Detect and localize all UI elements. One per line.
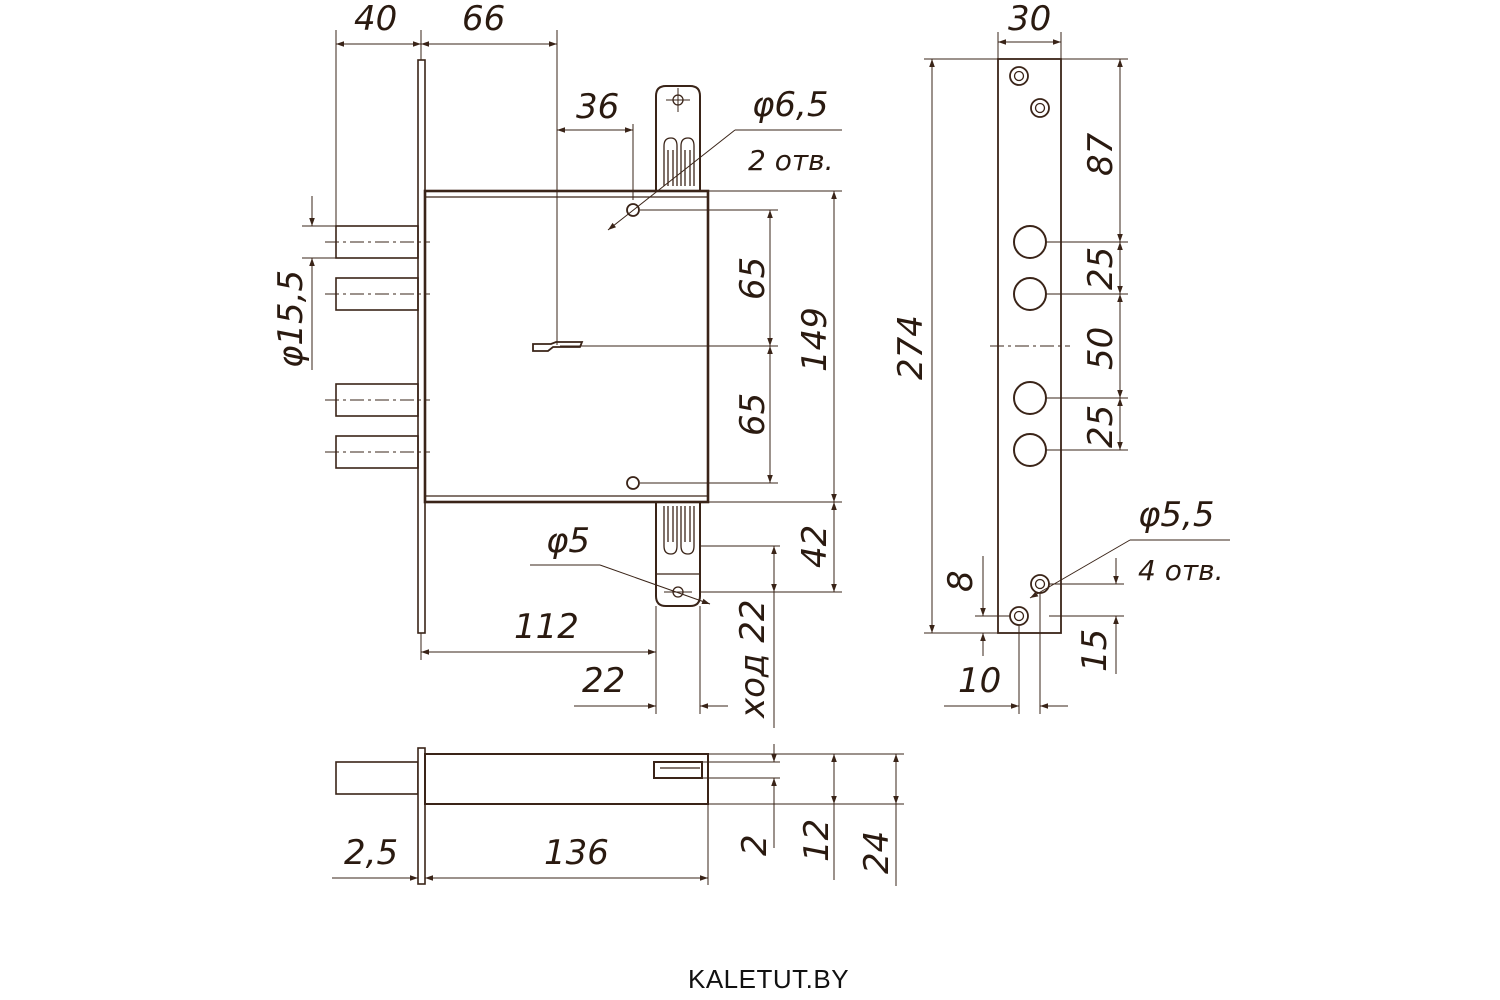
holes-2-note: 2 отв. xyxy=(748,144,834,177)
dim-36: 36 xyxy=(576,87,619,127)
dim-30: 30 xyxy=(1008,0,1051,39)
dim-22: 22 xyxy=(582,661,625,701)
dim-8: 8 xyxy=(941,570,981,592)
dim-50: 50 xyxy=(1081,327,1121,370)
keyhole-mark xyxy=(532,341,584,352)
front-view: 40 66 36 φ6,5 2 отв. φ15,5 65 65 149 42 xyxy=(271,0,842,728)
bottom-rod-connector xyxy=(655,502,701,607)
bolts xyxy=(325,225,430,469)
dim-65-upper: 65 xyxy=(733,257,773,300)
dim-10: 10 xyxy=(958,661,1001,701)
dim-66: 66 xyxy=(462,0,505,39)
top-rod-connector xyxy=(655,85,701,191)
dim-2-5: 2,5 xyxy=(344,833,398,873)
dim-25-lower: 25 xyxy=(1081,405,1121,448)
watermark-text: KALETUT.BY xyxy=(688,964,849,994)
dim-2: 2 xyxy=(735,834,775,856)
bottom-latch-slot xyxy=(653,761,703,779)
dim-274: 274 xyxy=(891,315,931,380)
dim-phi-5-5: φ5,5 xyxy=(1138,495,1215,535)
dim-phi-6-5: φ6,5 xyxy=(752,85,829,125)
dim-12: 12 xyxy=(797,819,837,862)
dim-phi-15-5: φ15,5 xyxy=(271,270,311,368)
dim-87: 87 xyxy=(1081,132,1121,176)
dim-stroke-22: ход 22 xyxy=(733,599,773,719)
dim-15: 15 xyxy=(1075,629,1115,672)
dim-42: 42 xyxy=(795,525,835,568)
mounting-hole xyxy=(626,203,640,217)
dim-40: 40 xyxy=(354,0,397,39)
bottom-bolt xyxy=(335,761,419,795)
dim-phi-5: φ5 xyxy=(546,521,590,561)
dim-112: 112 xyxy=(514,607,579,647)
bottom-faceplate xyxy=(417,747,426,885)
holes-4-note: 4 отв. xyxy=(1138,554,1224,587)
dim-149: 149 xyxy=(795,307,835,372)
faceplate-view: 30 274 87 25 50 25 φ5,5 4 отв. 8 xyxy=(891,0,1230,714)
dim-24: 24 xyxy=(857,831,897,874)
dim-136: 136 xyxy=(544,833,609,873)
mounting-hole xyxy=(626,476,640,490)
dim-25-upper: 25 xyxy=(1081,247,1121,290)
dim-65-lower: 65 xyxy=(733,393,773,436)
bottom-view: 2,5 136 2 12 24 xyxy=(332,744,904,886)
